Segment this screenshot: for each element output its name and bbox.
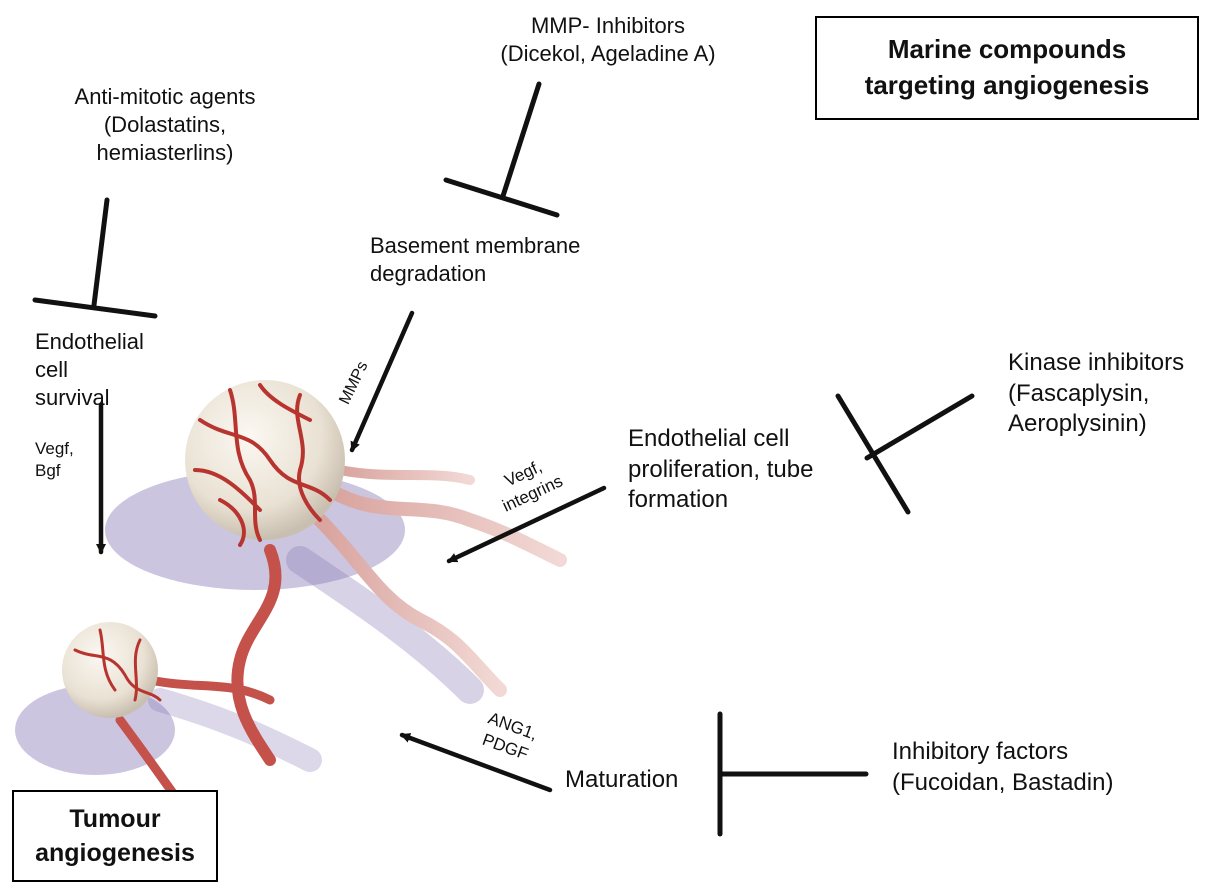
mmp-inhibition-stem <box>503 84 539 196</box>
inhibitory-factors-label: Inhibitory factors (Fucoidan, Bastadin) <box>892 737 1212 798</box>
maturation-label: Maturation <box>565 765 725 796</box>
kinase-inhibition-stem <box>867 396 972 458</box>
vegf-bgf-label: Vegf, Bgf <box>35 438 95 482</box>
title-box: Marine compounds targeting angiogenesis <box>815 16 1199 120</box>
antimitotic-label: Anti-mitotic agents (Dolastatins, hemias… <box>40 83 290 167</box>
kinase-inhibitors-label: Kinase inhibitors (Fascaplysin, Aeroplys… <box>1008 348 1217 440</box>
endothelial-proliferation-label: Endothelial cell proliferation, tube for… <box>628 424 868 516</box>
mmp-inhibition-bar <box>446 180 557 215</box>
mmp-inhibitors-label: MMP- Inhibitors (Dicekol, Ageladine A) <box>458 12 758 68</box>
tumour-angiogenesis-box: Tumour angiogenesis <box>12 790 218 882</box>
antimitotic-inhibition-stem <box>94 200 107 305</box>
endothelial-survival-label: Endothelial cell survival <box>35 328 195 412</box>
basement-membrane-label: Basement membrane degradation <box>370 232 650 288</box>
